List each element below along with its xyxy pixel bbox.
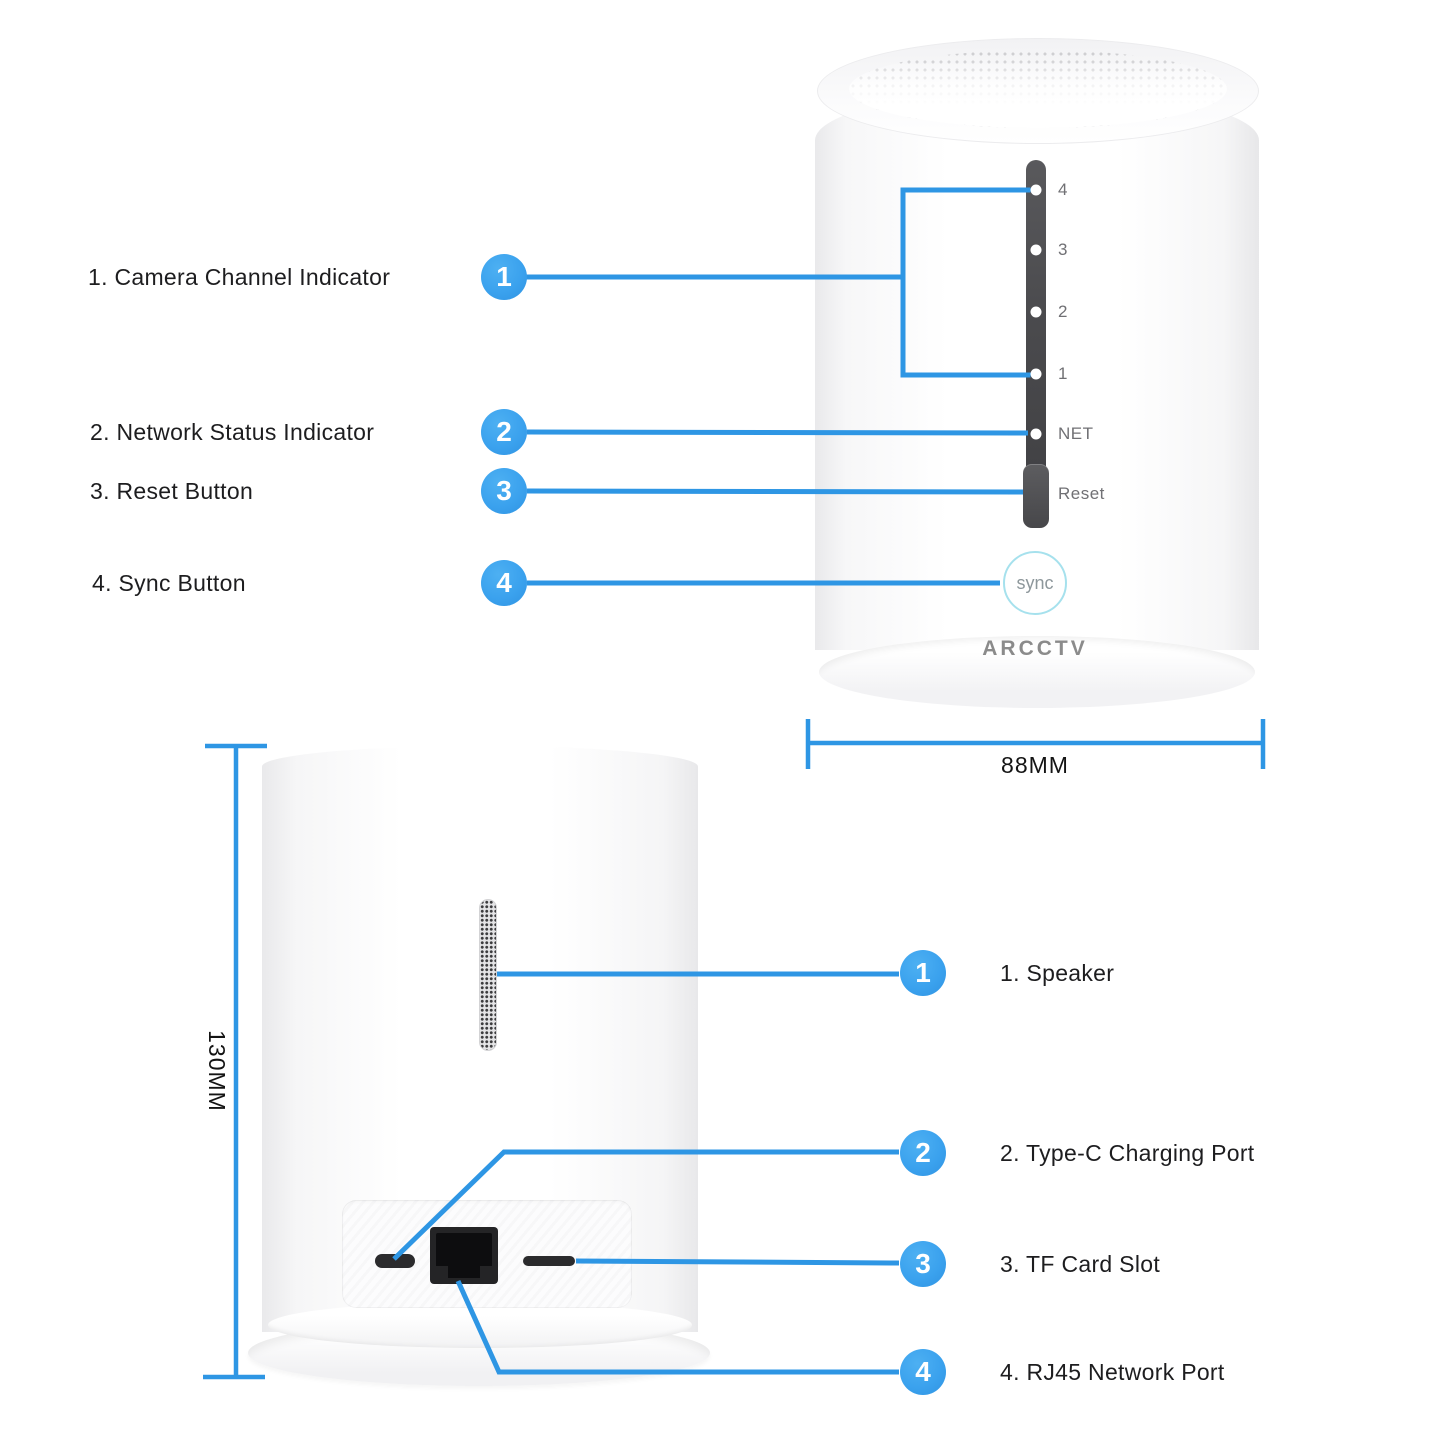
badge-number: 4 — [915, 1356, 931, 1387]
callout-label-camera-channel: 1. Camera Channel Indicator — [88, 263, 391, 290]
callout-badge-2: 2 — [481, 409, 527, 455]
led-label-4: 4 — [1058, 180, 1068, 199]
callout-badge-tf-card: 3 — [900, 1241, 946, 1287]
sync-button: sync — [1003, 551, 1067, 615]
callout-label-speaker: 1. Speaker — [1000, 959, 1115, 986]
led-label-net: NET — [1058, 424, 1094, 443]
callout-badge-1: 1 — [481, 254, 527, 300]
led-label-2: 2 — [1058, 302, 1068, 321]
badge-number: 3 — [496, 475, 512, 506]
badge-number: 1 — [915, 957, 931, 988]
rj45-port — [430, 1227, 498, 1284]
brand-logo: ARCCTV — [982, 637, 1088, 660]
rj45-tab-right — [480, 1266, 492, 1278]
callout-label-sync-button: 4. Sync Button — [92, 569, 246, 596]
type-c-port — [375, 1254, 415, 1268]
speaker-grille — [479, 899, 497, 1051]
badge-number: 1 — [496, 261, 512, 292]
tf-card-slot — [523, 1256, 575, 1266]
sync-button-label: sync — [1016, 572, 1054, 593]
callout-label-reset-button: 3. Reset Button — [90, 477, 254, 504]
led-label-1: 1 — [1058, 364, 1068, 383]
callout-label-tf-card: 3. TF Card Slot — [1000, 1250, 1161, 1277]
callout-badge-4: 4 — [481, 560, 527, 606]
callout-badge-3: 3 — [481, 468, 527, 514]
hub-back-seam — [268, 1302, 692, 1348]
led-label-reset: Reset — [1058, 484, 1105, 503]
callout-badge-type-c: 2 — [900, 1130, 946, 1176]
badge-number: 2 — [496, 416, 512, 447]
badge-number: 2 — [915, 1137, 931, 1168]
badge-number: 4 — [496, 567, 512, 598]
reset-button — [1023, 464, 1049, 528]
hub-front-base — [819, 636, 1255, 708]
led-label-3: 3 — [1058, 240, 1068, 259]
callout-label-network-status: 2. Network Status Indicator — [90, 418, 375, 445]
callout-badge-rj45: 4 — [900, 1349, 946, 1395]
speaker-grille-top — [849, 50, 1227, 128]
rj45-tab-left — [436, 1266, 448, 1278]
width-dimension-label: 88MM — [1001, 752, 1069, 778]
callout-label-rj45: 4. RJ45 Network Port — [1000, 1358, 1225, 1385]
callout-badge-speaker: 1 — [900, 950, 946, 996]
height-dimension-label: 130MM — [204, 1030, 230, 1112]
badge-number: 3 — [915, 1248, 931, 1279]
callout-label-type-c: 2. Type-C Charging Port — [1000, 1139, 1255, 1166]
